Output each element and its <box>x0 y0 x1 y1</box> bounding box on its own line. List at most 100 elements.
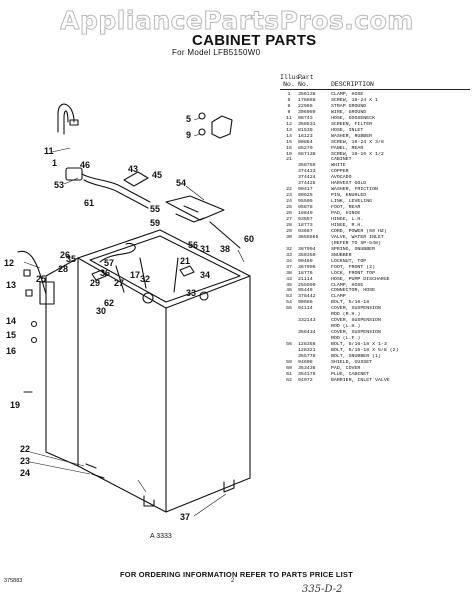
callout-57: 57 <box>104 258 114 268</box>
screw-16 <box>30 336 38 344</box>
part-description: COVER, SUSPENSION <box>331 306 381 312</box>
part-description: HARVEST GOLD <box>331 181 367 187</box>
illus-no: 12 <box>286 121 292 127</box>
illus-no: 21 <box>286 157 292 163</box>
hose-clamp-45 <box>123 171 149 187</box>
exploded-parts-diagram: 1 5 9 11 13 14 15 16 12 17 19 21 22 23 2… <box>0 62 278 540</box>
part-no: 94114 <box>298 306 313 312</box>
ordering-note: FOR ORDERING INFORMATION REFER TO PARTS … <box>120 570 353 579</box>
illus-no: 14 <box>286 133 292 139</box>
callout-45: 45 <box>152 170 162 180</box>
part-no: 306089 <box>298 109 316 115</box>
cabinet-body <box>77 257 251 513</box>
page-number: 2 <box>231 578 235 584</box>
part-description: HOSE, PUMP DISCHARGE <box>331 276 390 282</box>
callout-62: 62 <box>104 298 114 308</box>
illus-no: 61 <box>286 371 292 377</box>
leader-60 <box>237 249 245 263</box>
part-no: 358350 <box>298 252 316 258</box>
part-no: 90469 <box>298 258 313 264</box>
part-no: 18849 <box>298 211 313 217</box>
part-description: SCREEN, FILTER <box>331 121 373 127</box>
illus-no: 34 <box>286 258 292 264</box>
illus-no: 22 <box>286 187 292 193</box>
illus-no: 32 <box>286 246 292 252</box>
part-description: WASHER, RUBBER <box>331 133 373 139</box>
callout-27: 27 <box>114 278 124 288</box>
drawing-reference: A 3333 <box>150 533 172 540</box>
part-no: 255990 <box>298 282 316 288</box>
filter-screen <box>23 269 33 297</box>
hose-clamp-top <box>69 119 79 126</box>
callout-56: 56 <box>188 240 198 250</box>
rear-foot-leveling <box>85 463 105 479</box>
part-no: 128321 <box>298 347 316 353</box>
callout-26: 26 <box>60 250 70 260</box>
part-description: ROD (L.F.) <box>331 336 361 342</box>
snubber-springs <box>115 257 179 293</box>
rod-60 <box>209 221 241 249</box>
drain-hose-edge <box>83 179 149 209</box>
part-description: VALVE, WATER INLET <box>331 234 384 240</box>
part-no: 18776 <box>298 270 313 276</box>
callout-22: 22 <box>20 444 30 454</box>
callout-38: 38 <box>220 244 230 254</box>
drain-hose <box>81 173 151 203</box>
part-description: ROD (L.H.) <box>331 324 361 330</box>
gooseneck-hose <box>57 103 75 135</box>
header-description: Description <box>331 81 374 88</box>
leader-23 <box>29 461 91 475</box>
illus-no: 13 <box>286 127 292 133</box>
part-no: 128358 <box>298 342 316 348</box>
callout-28: 28 <box>58 264 68 274</box>
part-description: SPRING, SNUBBER <box>331 246 376 252</box>
part-description: HINGE, L.H. <box>331 217 364 223</box>
callout-60: 60 <box>244 234 254 244</box>
callout-12: 12 <box>4 258 14 268</box>
part-no: 81539 <box>298 127 313 133</box>
table-row: 14 16123 WASHER, RUBBER <box>280 134 470 140</box>
part-no: 16123 <box>298 133 313 139</box>
illus-no: 59 <box>286 359 292 365</box>
illus-no: 1 <box>287 92 291 97</box>
callout-16: 16 <box>6 346 16 356</box>
water-inlet-valve <box>39 281 55 305</box>
part-description: PAD, HINGE <box>331 211 361 217</box>
table-row: ROD (L.F.) <box>280 336 470 342</box>
hinges <box>91 265 195 281</box>
callout-53: 53 <box>54 180 64 190</box>
part-description: COVER, SUSPENSION <box>331 318 381 324</box>
illus-no: 5 <box>287 97 291 103</box>
part-no: 687138 <box>298 151 316 157</box>
callout-19: 19 <box>10 400 20 410</box>
illus-no: 43 <box>286 276 292 282</box>
callout-59: 59 <box>150 218 160 228</box>
part-description: ROD (R.H.) <box>331 312 361 318</box>
callout-25: 25 <box>36 274 46 284</box>
part-no: 374425 <box>298 181 316 187</box>
callout-34: 34 <box>200 270 210 280</box>
illus-no: 30 <box>286 234 292 240</box>
part-description: COVER, SUSPENSION <box>331 330 381 336</box>
header-no: No. <box>283 81 295 88</box>
illus-no: 56 <box>286 342 292 348</box>
illus-no: 27 <box>286 217 292 223</box>
cabinet-drawing: 1 5 9 11 13 14 15 16 12 17 19 21 22 23 2… <box>4 103 254 540</box>
